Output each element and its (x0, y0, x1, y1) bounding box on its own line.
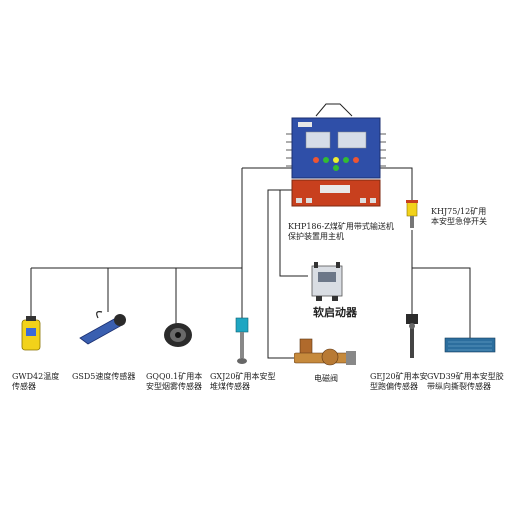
emergency-stop-label: KHJ75/12矿用 本安型急停开关 (431, 207, 487, 226)
tear-sensor-icon (444, 337, 496, 353)
tear-sensor-label: GVD39矿用本安型胶 带纵向撕裂传感器 (427, 372, 504, 391)
host-controller-label: KHP186-Z煤矿用带式输送机 保护装置用主机 (288, 222, 394, 241)
host-hanger-wire (315, 103, 353, 117)
soft-starter-icon (311, 262, 343, 301)
soft-starter-label: 软启动器 (313, 306, 357, 319)
speed-sensor-label: GSD5速度传感器 (72, 372, 136, 381)
coal-pile-sensor-icon (235, 317, 249, 364)
emergency-stop-switch-icon (406, 200, 418, 228)
coal-pile-sensor-label: GXJ20矿用本安型 堆煤传感器 (210, 372, 276, 391)
yellow-temperature-sensor-icon (21, 316, 41, 351)
temperature-sensor-label: GWD42温度 传感器 (12, 372, 60, 391)
wire-to-tear-sensor (411, 230, 471, 340)
wire-to-estop (378, 167, 413, 200)
smoke-sensor-icon (164, 323, 192, 347)
wire-to-soft-starter (279, 190, 308, 277)
solenoid-valve-label: 电磁阀 (314, 374, 338, 383)
wire-to-valve (267, 189, 298, 359)
deviation-sensor-icon (406, 314, 418, 358)
blue-speed-sensor-icon (79, 311, 126, 345)
deviation-sensor-label: GEJ20矿用本安 型跑偏传感器 (370, 372, 428, 391)
host-controller (286, 117, 386, 207)
smoke-sensor-label: GQQ0.1矿用本 安型烟雾传感器 (146, 372, 203, 391)
solenoid-valve-icon (294, 338, 356, 366)
